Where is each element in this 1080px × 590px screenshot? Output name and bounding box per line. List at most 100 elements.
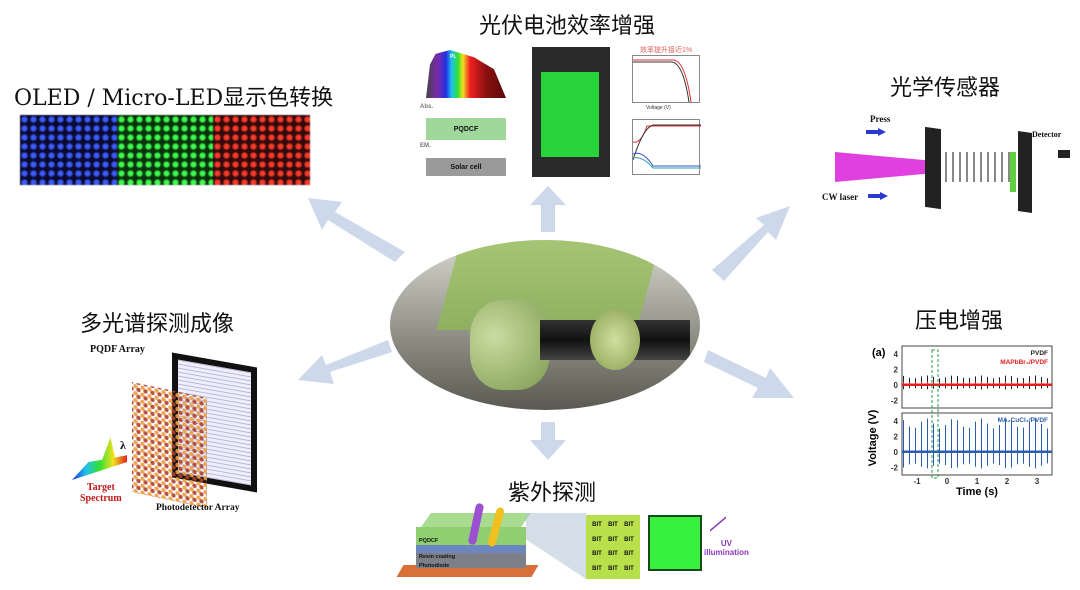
resin-label: Resin coating <box>419 554 456 560</box>
panel-label: (a) <box>872 347 886 359</box>
bit-text: BIT <box>592 551 602 558</box>
detector-film <box>1010 152 1016 192</box>
y-tick-label: 2 <box>894 365 899 374</box>
press-arrow-icon <box>866 128 886 136</box>
pqdf-dot-array <box>132 382 207 508</box>
plate-left <box>925 126 941 210</box>
panel-frame <box>901 345 1053 409</box>
resin-layer: Resin coating <box>416 545 526 560</box>
arrow-right <box>704 350 794 398</box>
photodetector-array-label: Photodetector Array <box>156 503 240 513</box>
blue-pixels <box>20 115 117 185</box>
multispectral-title: 多光谱探测成像 <box>80 312 235 337</box>
bit-text: BIT <box>592 522 602 529</box>
sensor-title: 光学传感器 <box>890 76 1001 101</box>
plate-right <box>1018 131 1032 213</box>
uv-diagram: Photodiode Resin coating PQDCF BIT BIT BIT… <box>396 502 770 585</box>
detector-label: Detector <box>1032 130 1062 139</box>
y-tick-label: 2 <box>894 432 899 441</box>
arrow-up-left <box>308 198 405 262</box>
eqe-plot <box>632 119 701 175</box>
y-tick-label: 4 <box>894 417 899 426</box>
bit-text: BIT <box>608 536 618 543</box>
x-tick-label: 2 <box>1005 477 1010 486</box>
press-arrow-icon <box>868 192 888 200</box>
pqdcf-layer: PQDCF <box>426 118 506 140</box>
press-label: Press <box>870 114 891 124</box>
green-pixels <box>116 115 214 185</box>
spectrum-label: Spectrum <box>80 493 122 504</box>
target-label: Target <box>86 482 115 493</box>
solar-cell-layer: Solar cell <box>426 158 506 176</box>
pv-plots: 效率提升接近1% Voltage (V) <box>622 45 702 185</box>
highlight-box <box>931 349 939 479</box>
arrow-down <box>530 422 566 460</box>
x-tick-label: 3 <box>1035 477 1040 486</box>
roll-end <box>590 310 640 370</box>
pqdf-array-label: PQDF Array <box>90 344 145 355</box>
uv-title: 紫外探测 <box>508 481 597 506</box>
legend-entry: MA₂CuCl₄/PVDF <box>998 417 1048 424</box>
bit-text: BIT <box>592 536 602 543</box>
y-axis-label: Voltage (V) <box>867 409 879 466</box>
legend-entry: MAPbBr₃/PVDF <box>1000 359 1048 366</box>
voltage-label: Voltage (V) <box>646 105 671 111</box>
spring <box>945 152 1015 182</box>
arrow-left <box>298 340 392 384</box>
red-pixels <box>213 115 311 185</box>
solar-cell-label: Solar cell <box>450 163 482 171</box>
pv-photo <box>532 47 610 177</box>
pl-label: PL <box>450 54 457 60</box>
detector-probe-icon <box>1058 150 1070 158</box>
pv-title: 光伏电池效率增强 <box>479 14 656 39</box>
plot-title: 效率提升接近1% <box>640 47 693 54</box>
panel-frame <box>901 412 1053 476</box>
uv-label: UV <box>720 539 732 548</box>
cw-laser-label: CW laser <box>822 192 859 202</box>
em-label: EM. <box>420 143 431 149</box>
oled-title: OLED / Micro-LED显示色转换 <box>14 86 334 111</box>
y-tick-label: 0 <box>894 381 899 390</box>
y-tick-label: 4 <box>894 350 899 359</box>
x-tick-label: 1 <box>975 477 980 486</box>
spectrum-graphic <box>426 50 506 98</box>
target-spectrum-graphic <box>72 437 127 480</box>
x-tick-label: 0 <box>945 477 950 486</box>
x-axis-label: Time (s) <box>956 486 998 498</box>
bit-text: BIT <box>608 565 618 572</box>
pqdcf-label: PQDCF <box>419 538 439 544</box>
green-film <box>541 72 599 157</box>
bit-text: BIT <box>592 565 602 572</box>
green-square <box>648 515 702 571</box>
abs-label: Abs. <box>420 104 434 110</box>
illumination-label: illumination <box>704 548 749 557</box>
photodiode-layer: Photodiode <box>416 552 526 569</box>
led-array-image <box>20 115 311 185</box>
sensor-diagram: Press Detector CW laser <box>810 110 1080 213</box>
piezo-title: 压电增强 <box>915 309 1004 334</box>
y-tick-label: -2 <box>891 396 899 405</box>
jv-plot <box>632 55 700 103</box>
center-roll-photo <box>390 240 700 410</box>
film-roll <box>470 300 550 390</box>
pv-schematic: PL Abs. PQDCF EM. Solar cell <box>420 50 508 178</box>
lambda-label: λ <box>120 438 126 452</box>
arrow-up <box>530 186 566 232</box>
y-tick-label: -2 <box>891 463 899 472</box>
bit-text: BIT <box>624 551 634 558</box>
arrow-up-right <box>712 206 790 281</box>
legend-entry: PVDF <box>1031 350 1048 357</box>
laser-beam <box>835 152 935 182</box>
photodiode-label: Photodiode <box>419 563 450 569</box>
y-tick-label: 0 <box>894 448 899 457</box>
x-tick-label: -1 <box>913 477 921 486</box>
bit-text: BIT <box>624 522 634 529</box>
bit-text: BIT <box>608 551 618 558</box>
piezo-chart: (a) Voltage (V) Time (s) 4 2 0 -2 PVDF MAPbBr₃/P… <box>867 345 1053 498</box>
bit-text: BIT <box>624 536 634 543</box>
